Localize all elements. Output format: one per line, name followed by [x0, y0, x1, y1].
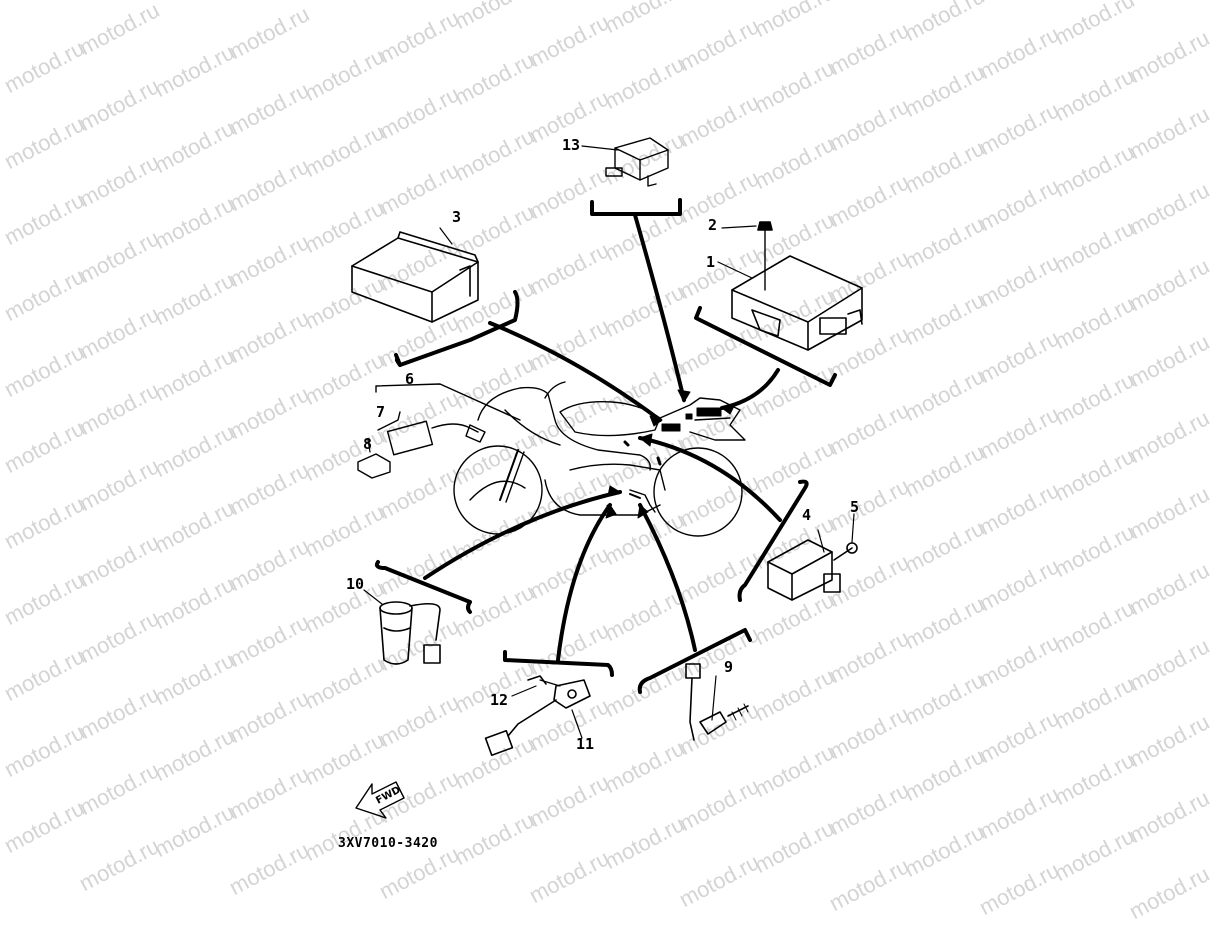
harness-parts [357, 383, 521, 479]
callout-6: 6 [405, 370, 415, 388]
callout-2: 2 [708, 216, 718, 234]
relay-unit-part [767, 513, 858, 601]
rear-wheel [653, 447, 743, 537]
fwd-arrow [355, 781, 405, 819]
top-relay-part [581, 137, 669, 187]
callout-9: 9 [724, 658, 734, 676]
callout-13: 13 [562, 136, 581, 154]
callout-3: 3 [452, 208, 462, 226]
part-code: 3XV7010-3420 [338, 836, 438, 851]
callout-8: 8 [363, 435, 373, 453]
battery-box-part [351, 227, 479, 323]
ecu-part [717, 221, 863, 351]
callout-12: 12 [490, 691, 509, 709]
speed-sensor-part [363, 589, 441, 665]
arrow-heads [605, 389, 736, 519]
callout-5: 5 [850, 498, 860, 516]
callout-1: 1 [706, 253, 716, 271]
callout-4: 4 [802, 506, 812, 524]
leader-lines [374, 198, 837, 694]
sidestand-switch-part [484, 675, 591, 757]
sensor-9-part [685, 663, 749, 741]
callout-11: 11 [576, 735, 595, 753]
callout-7: 7 [376, 403, 386, 421]
callout-10: 10 [346, 575, 365, 593]
fwd-label: FWD [374, 785, 402, 807]
